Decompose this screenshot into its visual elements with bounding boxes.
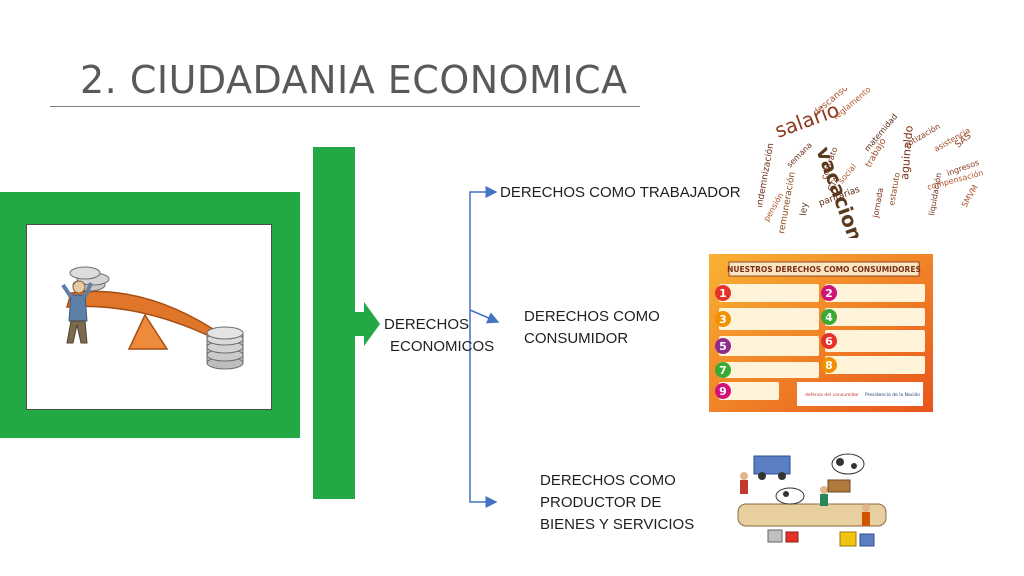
poster-number: 6 — [825, 335, 833, 348]
poster-number: 9 — [719, 385, 727, 398]
green-vertical-bar — [313, 147, 355, 499]
right-card — [719, 336, 819, 356]
right-card — [719, 308, 819, 330]
branch-label-consumidor: DERECHOS COMO CONSUMIDOR — [524, 306, 660, 350]
branch-label-productor: DERECHOS COMO PRODUCTOR DE BIENES Y SERV… — [540, 470, 694, 536]
title-underline — [50, 106, 640, 107]
word: ley — [799, 201, 810, 216]
branch-line-top — [469, 186, 498, 334]
word: jornada — [871, 187, 885, 219]
worker-figures — [740, 472, 870, 526]
slide-title: 2. CIUDADANIA ECONOMICA — [80, 58, 628, 102]
right-card — [825, 356, 925, 374]
coin-stack-right — [206, 326, 244, 370]
branch-label-line: DERECHOS COMO — [524, 308, 660, 325]
poster-number: 8 — [825, 359, 833, 372]
word: semana — [785, 141, 814, 170]
poster-number: 2 — [825, 287, 833, 300]
poster-rights-cards — [719, 284, 925, 400]
green-block-arrow — [350, 302, 380, 346]
cow-icon — [775, 487, 805, 505]
center-label: DERECHOS ECONOMICOS — [384, 314, 494, 358]
poster-number: 7 — [719, 364, 727, 377]
poster-logo-consumidor: defensa del consumidor — [805, 392, 859, 398]
center-label-line2: ECONOMICOS — [390, 338, 495, 355]
word: estatuto — [887, 172, 902, 207]
poster-logos: defensa del consumidor Presidencia de la… — [797, 382, 923, 406]
poster-number: 3 — [719, 313, 727, 326]
poster-header-text: NUESTROS DERECHOS COMO CONSUMIDORES — [727, 265, 921, 274]
truck-icon — [753, 455, 791, 480]
right-card — [719, 362, 819, 378]
poster-number: 4 — [825, 311, 833, 324]
branch-connectors — [469, 186, 500, 508]
word: liquidación — [926, 172, 943, 216]
right-card — [719, 284, 819, 302]
poster-logo-presidencia: Presidencia de la Nación — [865, 391, 920, 398]
balance-illustration — [26, 224, 272, 410]
branch-label-line: BIENES Y SERVICIOS — [540, 516, 695, 533]
right-card — [825, 330, 925, 352]
person-figure — [61, 280, 93, 344]
word: SMVM — [960, 183, 980, 209]
poster-header: NUESTROS DERECHOS COMO CONSUMIDORES — [727, 261, 921, 277]
branch-line-middle — [469, 309, 500, 324]
labor-word-cloud-image: salario vacaciones indemnización descans… — [758, 88, 984, 238]
branch-label-line: DERECHOS COMO TRABAJADOR — [500, 184, 741, 201]
branch-label-line: PRODUCTOR DE — [540, 494, 662, 511]
branch-line-bottom — [469, 334, 498, 508]
producers-clipart-image — [737, 453, 887, 547]
produce-crates — [767, 479, 875, 547]
right-card — [719, 382, 779, 400]
right-card — [825, 308, 925, 326]
poster-number: 5 — [719, 340, 727, 353]
poster-number: 1 — [719, 287, 727, 300]
word: aguinaldo — [898, 125, 916, 180]
branch-label-trabajador: DERECHOS COMO TRABAJADOR — [500, 182, 741, 204]
consumer-rights-poster-image: NUESTROS DERECHOS COMO CONSUMIDORES 1 2 … — [709, 254, 933, 412]
right-card — [825, 284, 925, 302]
cow-icon — [831, 453, 865, 475]
poster-number-badges: 1 2 3 4 5 6 7 8 9 — [715, 285, 837, 399]
center-label-line1: DERECHOS — [384, 316, 470, 333]
branch-label-line: DERECHOS COMO — [540, 472, 676, 489]
branch-label-line: CONSUMIDOR — [524, 330, 629, 347]
